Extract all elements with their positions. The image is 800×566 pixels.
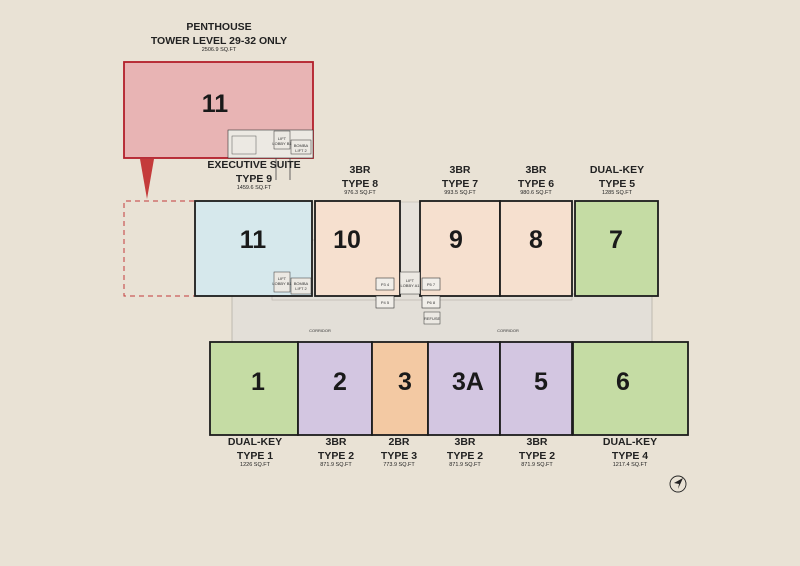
- unit-type-line: 3BR: [525, 164, 547, 176]
- upper-unit-number-10: 10: [333, 226, 361, 254]
- core-bomba-lift-label: BOMBA LIFT 2: [293, 281, 309, 291]
- unit-type-line: DUAL-KEY: [589, 164, 645, 176]
- unit-area: 773.9 SQ.FT: [383, 462, 415, 469]
- refuse-label: REFUSE: [424, 316, 441, 321]
- unit-type-line: EXECUTIVE SUITE: [207, 159, 301, 171]
- lift-p6-label: P6 8: [426, 300, 436, 305]
- unit-area: 1459.6 SQ.FT: [236, 185, 272, 192]
- refuse-room: [423, 311, 441, 325]
- corridor-right-label: CORRIDOR: [497, 328, 519, 333]
- unit-area: 1226 SQ.FT: [240, 462, 270, 469]
- unit-type-line: 3BR: [325, 436, 347, 448]
- lift-shaft-p3: [375, 277, 395, 291]
- penthouse-stair: [231, 135, 257, 155]
- unit-area: 993.5 SQ.FT: [444, 190, 476, 197]
- lower-unit-number-6: 6: [616, 368, 630, 396]
- unit-type-code: TYPE 2: [518, 450, 556, 463]
- upper-unit-number-7: 7: [609, 226, 623, 254]
- lower-unit-number-5: 5: [534, 368, 548, 396]
- unit-type-code: TYPE 8: [341, 178, 379, 191]
- penthouse-area: 2506.9 SQ.FT: [201, 47, 237, 54]
- unit-area: 871.9 SQ.FT: [320, 462, 352, 469]
- penthouse-lift-lobby: [273, 130, 291, 150]
- unit-type-line: 3BR: [449, 164, 471, 176]
- lift-shaft-p6: [421, 295, 441, 309]
- upper-unit-number-8: 8: [529, 226, 543, 254]
- unit-type-line: 3BR: [349, 164, 371, 176]
- lower-unit-3A: [427, 341, 501, 436]
- lower-unit-number-1: 1: [251, 368, 265, 396]
- lift-shaft-p4: [375, 295, 395, 309]
- unit-type-line: 3BR: [526, 436, 548, 448]
- core-lift-lobby-label: LIFT LOBBY B1: [272, 276, 292, 286]
- lower-unit-5: [499, 341, 573, 436]
- lower-unit-number-3A: 3A: [452, 368, 484, 396]
- corridor-area: [231, 293, 653, 343]
- lift-lobby-core: [273, 271, 291, 293]
- penthouse-unit-number: 11: [201, 90, 229, 118]
- penthouse-title-line1: PENTHOUSE: [186, 21, 252, 33]
- unit-type-line: DUAL-KEY: [227, 436, 283, 448]
- penthouse-title: PENTHOUSE TOWER LEVEL 29-32 ONLY 2506.9 …: [124, 21, 314, 54]
- unit-area: 1217.4 SQ.FT: [612, 462, 648, 469]
- unit-area: 871.9 SQ.FT: [449, 462, 481, 469]
- upper-unit-number-9: 9: [449, 226, 463, 254]
- unit-type-line: DUAL-KEY: [602, 436, 658, 448]
- upper-unit-7: [574, 200, 659, 297]
- unit-area: 871.9 SQ.FT: [521, 462, 553, 469]
- lower-unit-3: [371, 341, 429, 436]
- penthouse-pointer: [140, 159, 154, 199]
- penthouse-title-line2: TOWER LEVEL 29-32 ONLY: [150, 35, 288, 48]
- unit-type-code: TYPE 6: [517, 178, 555, 191]
- lift-p4-label: P4 5: [380, 300, 390, 305]
- north-arrow-ring: [669, 475, 687, 493]
- core-lift-lobby-a1-label: LIFT LOBBY A1: [400, 278, 420, 288]
- unit-type-code: TYPE 2: [317, 450, 355, 463]
- unit-type-code: TYPE 3: [380, 450, 418, 463]
- unit-type-code: TYPE 9: [235, 173, 273, 186]
- north-arrow-icon: [674, 478, 683, 489]
- lower-unit-2: [297, 341, 373, 436]
- lift-lobby-a1: [399, 271, 421, 295]
- lift-p3-label: P3 4: [380, 282, 390, 287]
- unit-type-code: TYPE 2: [446, 450, 484, 463]
- unit-area: 976.3 SQ.FT: [344, 190, 376, 197]
- lower-unit-6: [572, 341, 689, 436]
- unit-type-code: TYPE 1: [236, 450, 274, 463]
- lower-unit-1: [209, 341, 299, 436]
- unit-type-code: TYPE 4: [611, 450, 649, 463]
- unit-area: 980.6 SQ.FT: [520, 190, 552, 197]
- lift-shaft-p5: [421, 277, 441, 291]
- penthouse-bomba-lift: [290, 139, 312, 155]
- unit-area: 1285 SQ.FT: [602, 190, 632, 197]
- unit-type-code: TYPE 5: [598, 178, 636, 191]
- unit-type-line: 3BR: [454, 436, 476, 448]
- unit-type-line: 2BR: [388, 436, 410, 448]
- upper-unit-8: [499, 200, 573, 297]
- penthouse-lift-lobby-label: LIFT LOBBY B1: [272, 136, 292, 146]
- penthouse-footprint-outline: [123, 200, 194, 297]
- bomba-lift-core: [290, 277, 312, 295]
- lift-p5-label: P5 7: [426, 282, 436, 287]
- lower-unit-number-2: 2: [333, 368, 347, 396]
- lower-unit-number-3: 3: [398, 368, 412, 396]
- penthouse-bomba-lift-label: BOMBA LIFT 2: [293, 143, 309, 153]
- upper-unit-11: [194, 200, 313, 297]
- unit-type-code: TYPE 7: [441, 178, 479, 191]
- upper-unit-number-11: 11: [239, 226, 267, 254]
- corridor-left-label: CORRIDOR: [309, 328, 331, 333]
